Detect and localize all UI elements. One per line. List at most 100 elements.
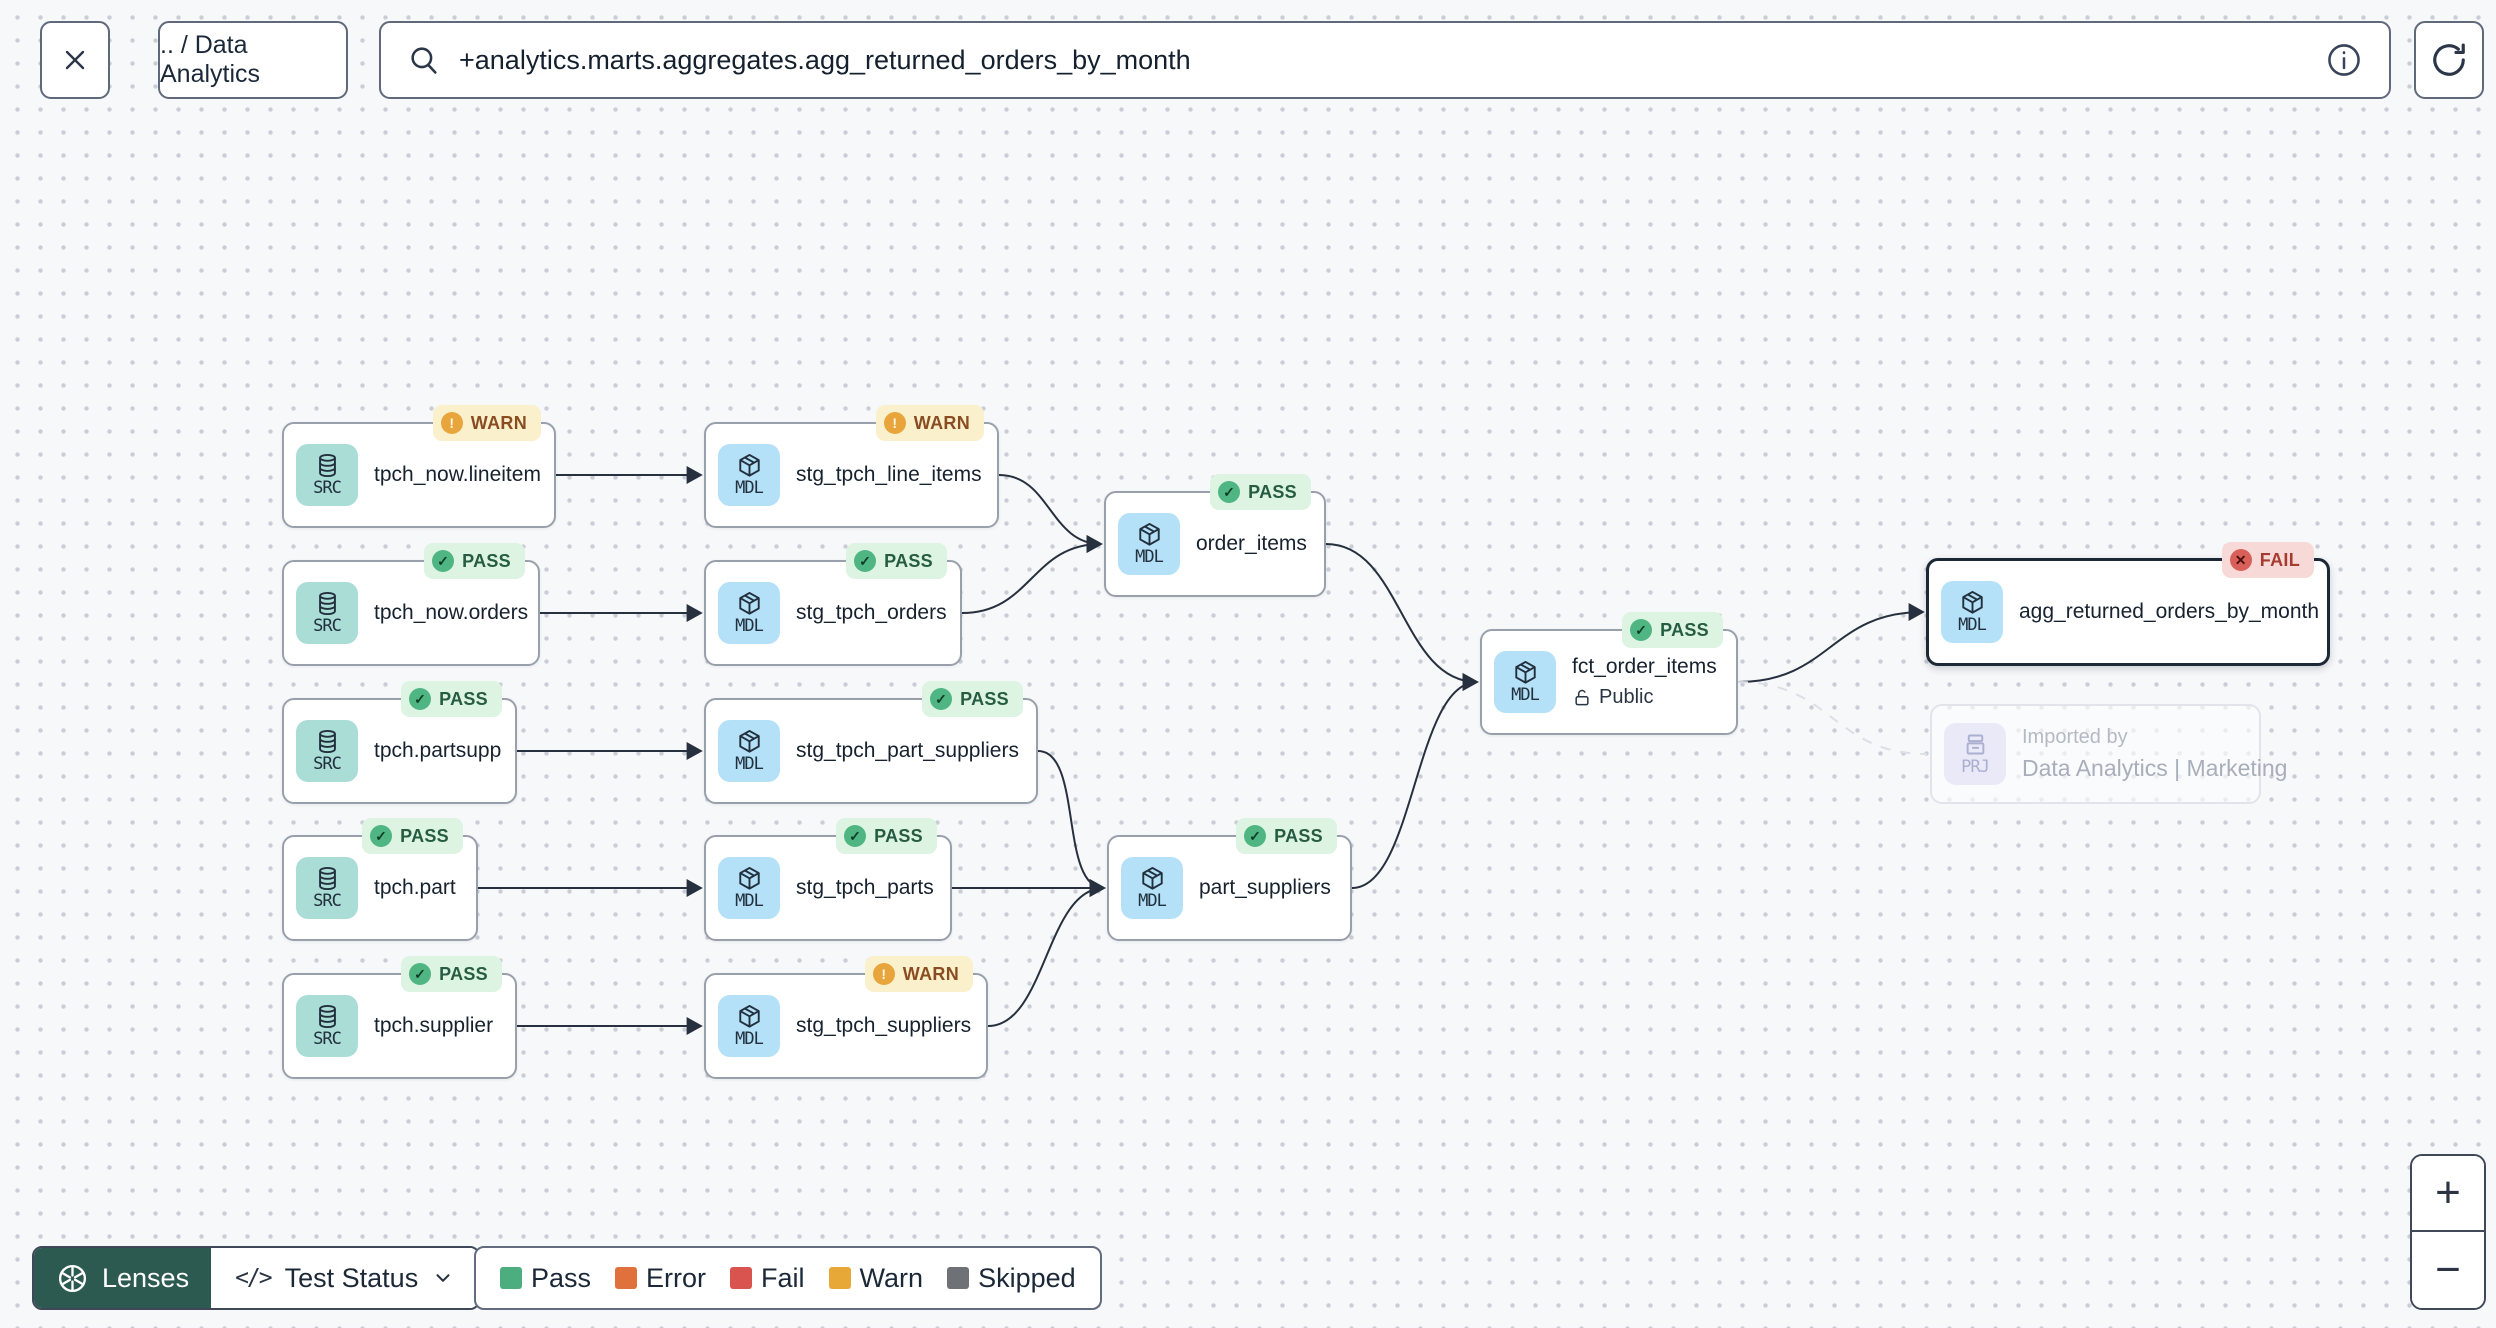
lenses-label: Lenses — [102, 1262, 190, 1293]
lock-open-icon — [1572, 688, 1592, 708]
status-badge-pass: ✓PASS — [1236, 818, 1337, 854]
database-tile: SRC — [296, 995, 358, 1057]
project-icon — [1962, 731, 1989, 758]
cube-icon — [736, 452, 763, 479]
legend-label: Error — [646, 1262, 707, 1293]
legend-swatch — [947, 1267, 970, 1289]
cube-tile: MDL — [718, 857, 780, 919]
edge-stg_tpch_orders-to-order_items — [961, 535, 1103, 614]
node-stg_tpch_part_suppliers[interactable]: MDL stg_tpch_part_suppliers ✓PASS — [704, 681, 1038, 804]
edge-fct_order_items-to-agg_returned_orders_by_month — [1737, 603, 1925, 683]
node-text: tpch.partsupp — [374, 739, 501, 763]
zoom-in-button[interactable]: + — [2412, 1156, 2484, 1232]
search-input[interactable] — [459, 44, 2307, 76]
code-icon: </> — [235, 1265, 273, 1291]
cube-icon — [736, 1003, 763, 1030]
search-icon — [407, 43, 441, 77]
node-type-label: MDL — [735, 1028, 764, 1049]
cube-tile: MDL — [1118, 513, 1180, 575]
status-badge-label: PASS — [884, 550, 933, 571]
edge-fct_order_items-to-imported_by — [1737, 681, 1928, 755]
database-icon — [314, 452, 341, 479]
node-title: stg_tpch_orders — [796, 601, 947, 624]
node-type-label: MDL — [735, 477, 764, 498]
node-type-label: PRJ — [1961, 756, 1990, 777]
close-button[interactable] — [40, 21, 110, 99]
node-type-label: MDL — [1138, 890, 1167, 911]
database-tile: SRC — [296, 582, 358, 644]
node-access: Public — [1572, 686, 1717, 709]
node-title: tpch.part — [374, 876, 456, 899]
edge-part_suppliers-to-fct_order_items — [1351, 673, 1479, 889]
status-badge-warn: !WARN — [875, 405, 984, 441]
status-badge-label: PASS — [1660, 619, 1709, 640]
status-dot: ✓ — [930, 688, 953, 710]
lens-selector[interactable]: </> Test Status — [211, 1248, 479, 1308]
breadcrumb[interactable]: .. / Data Analytics — [158, 21, 348, 99]
cube-icon — [736, 728, 763, 755]
database-tile: SRC — [296, 857, 358, 919]
cube-icon — [1959, 589, 1986, 616]
status-badge-pass: ✓PASS — [401, 956, 502, 992]
legend-label: Pass — [531, 1262, 592, 1293]
refresh-button[interactable] — [2414, 21, 2484, 99]
search-bar — [379, 21, 2391, 99]
database-icon — [314, 728, 341, 755]
node-text: tpch.part — [374, 876, 456, 900]
edge-stg_tpch_line_items-to-order_items — [998, 474, 1103, 553]
node-part_suppliers[interactable]: MDL part_suppliers ✓PASS — [1107, 818, 1352, 941]
status-dot: ! — [440, 412, 463, 434]
cube-tile: MDL — [718, 995, 780, 1057]
status-dot: ✓ — [1244, 825, 1267, 847]
aperture-icon — [56, 1262, 89, 1295]
node-type-label: SRC — [313, 1028, 342, 1049]
cube-tile: MDL — [1941, 581, 2003, 643]
node-type-label: MDL — [735, 753, 764, 774]
database-tile: SRC — [296, 444, 358, 506]
node-note: Imported by — [2022, 726, 2128, 748]
database-icon — [314, 1003, 341, 1030]
status-badge-pass: ✓ PASS — [401, 681, 502, 717]
status-dot: ✓ — [1630, 619, 1653, 641]
cube-tile: MDL — [718, 582, 780, 644]
cube-icon — [1136, 521, 1163, 548]
legend-swatch — [730, 1267, 753, 1289]
status-badge-label: WARN — [470, 412, 527, 433]
node-stg_tpch_suppliers[interactable]: MDL stg_tpch_suppliers !WARN — [704, 956, 988, 1079]
status-dot: ✓ — [432, 550, 455, 572]
status-dot: ✓ — [409, 688, 432, 710]
status-dot: ✓ — [409, 963, 432, 985]
status-badge-warn: !WARN — [864, 956, 973, 992]
zoom-out-button[interactable]: − — [2412, 1232, 2484, 1308]
edge-stg_tpch_suppliers-to-part_suppliers — [987, 879, 1106, 1027]
node-text: stg_tpch_suppliers — [796, 1014, 971, 1038]
node-title: part_suppliers — [1199, 876, 1331, 899]
status-badge-pass: ✓PASS — [922, 681, 1023, 717]
node-title: stg_tpch_part_suppliers — [796, 739, 1019, 762]
status-badge-pass: ✓ PASS — [1622, 612, 1723, 648]
lenses-button[interactable]: Lenses — [34, 1248, 212, 1308]
node-text: order_items — [1196, 532, 1307, 556]
cube-icon — [736, 865, 763, 892]
info-icon[interactable] — [2325, 41, 2363, 79]
cube-tile: MDL — [718, 720, 780, 782]
legend-item-skipped: Skipped — [947, 1263, 1076, 1294]
status-dot: ! — [883, 412, 906, 434]
status-badge-label: PASS — [439, 688, 488, 709]
status-badge-pass: ✓PASS — [424, 543, 525, 579]
status-dot: ✓ — [370, 825, 393, 847]
